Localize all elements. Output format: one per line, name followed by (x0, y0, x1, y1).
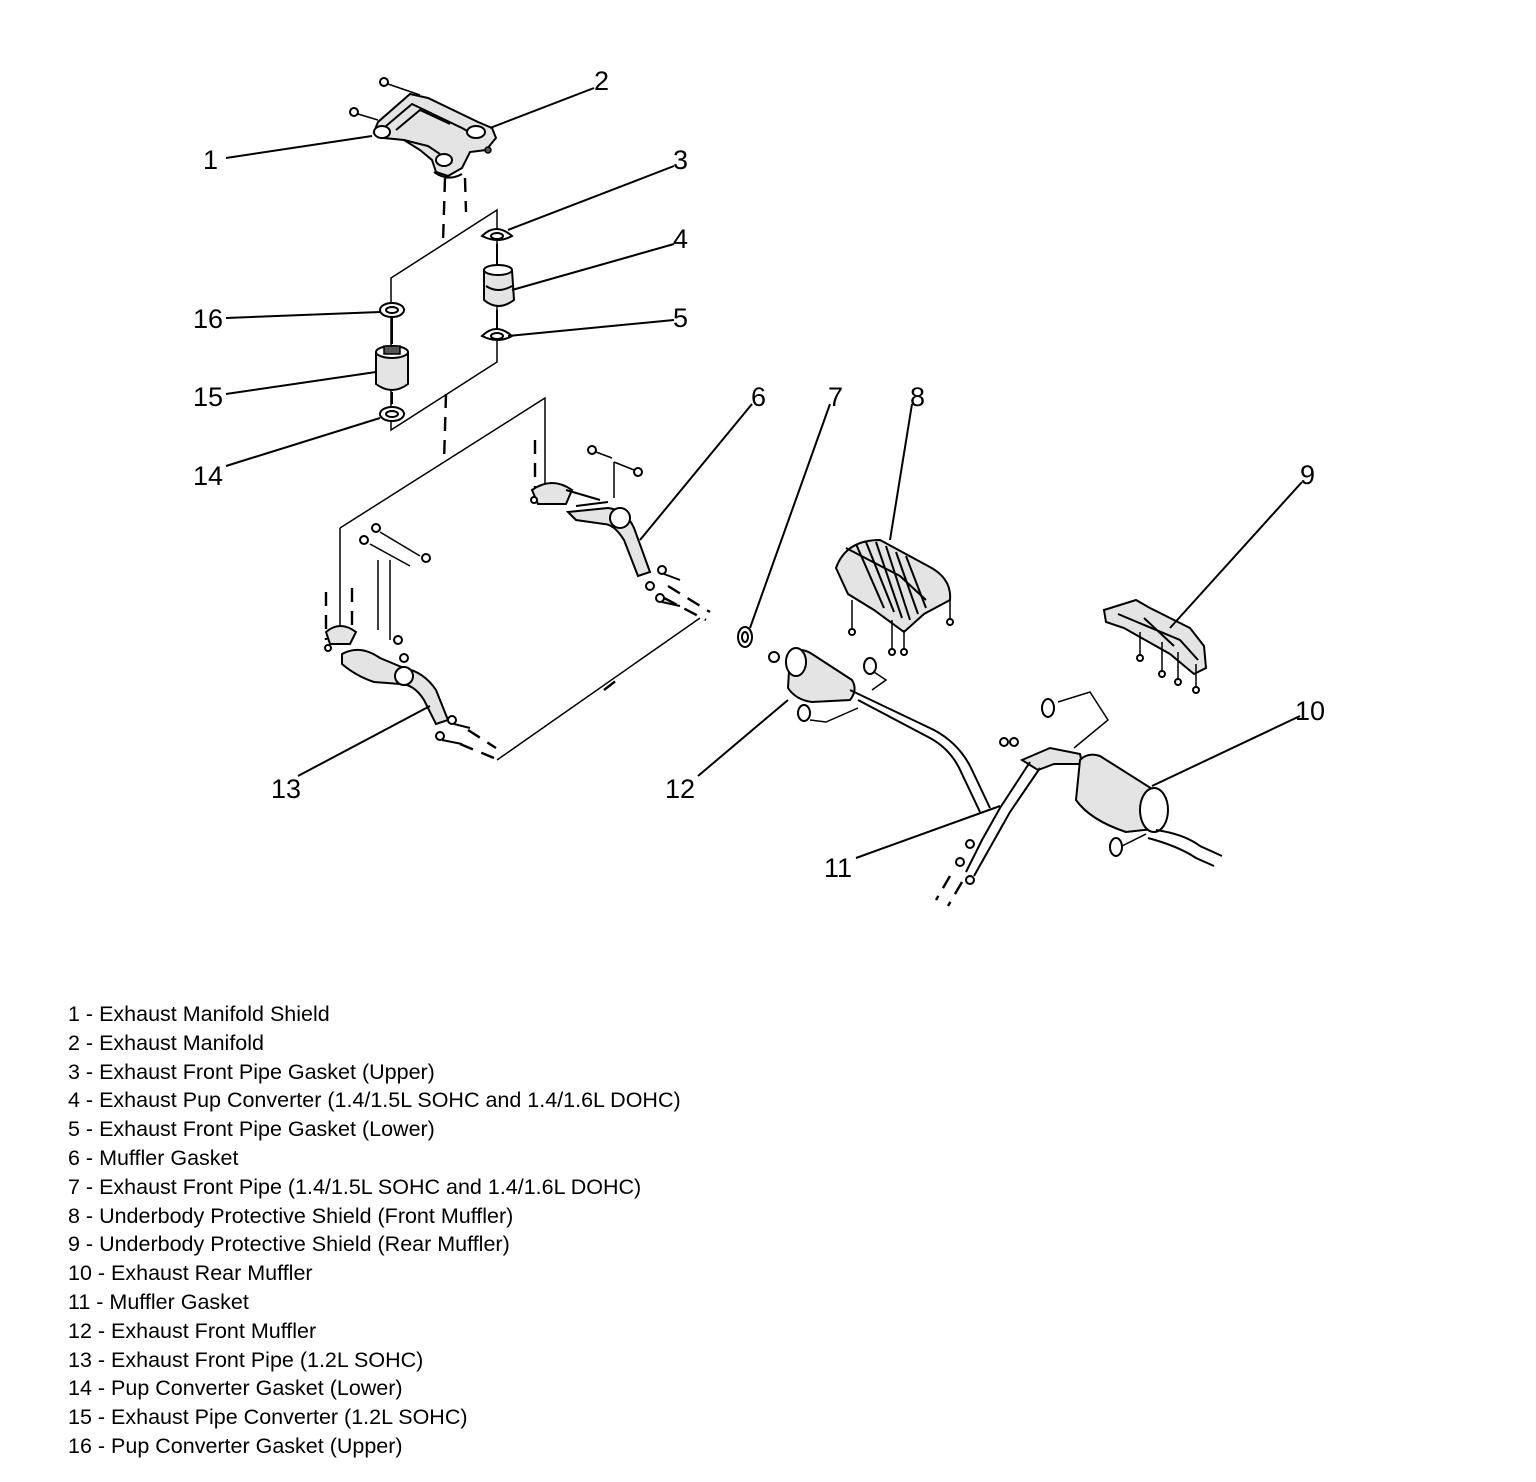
leader-12 (697, 699, 789, 777)
callout-13: 13 (271, 774, 301, 804)
underbody-shield-front (834, 538, 954, 656)
leader-8 (889, 403, 913, 541)
callout-2: 2 (594, 66, 609, 96)
legend-item: 14 - Pup Converter Gasket (Lower) (68, 1376, 403, 1401)
legend-item: 10 - Exhaust Rear Muffler (68, 1261, 313, 1286)
pipe-converter-stack (375, 302, 409, 422)
callout-11: 11 (824, 853, 852, 883)
muffler-gasket-7 (737, 626, 753, 648)
underbody-shield-rear (1102, 598, 1208, 694)
legend-item: 16 - Pup Converter Gasket (Upper) (68, 1433, 403, 1458)
legend-item: 1 - Exhaust Manifold Shield (68, 1002, 330, 1026)
legend-item: 4 - Exhaust Pup Converter (1.4/1.5L SOHC… (68, 1088, 681, 1113)
callout-5: 5 (673, 303, 688, 333)
leader-6 (639, 403, 753, 541)
callout-1: 1 (203, 145, 218, 175)
callout-8: 8 (910, 382, 925, 412)
callout-7: 7 (828, 382, 843, 412)
legend-item: 7 - Exhaust Front Pipe (1.4/1.5L SOHC an… (68, 1174, 642, 1199)
legend-item: 9 - Underbody Protective Shield (Rear Mu… (68, 1232, 510, 1257)
legend-item: 6 - Muffler Gasket (68, 1145, 239, 1170)
exhaust-front-pipe-14-16 (530, 440, 711, 622)
parts-legend: 1 - Exhaust Manifold Shield 2 - Exhaust … (68, 1000, 681, 1461)
leader-4 (511, 243, 675, 291)
legend-item: 12 - Exhaust Front Muffler (68, 1318, 317, 1343)
legend-item: 3 - Exhaust Front Pipe Gasket (Upper) (68, 1059, 435, 1084)
leader-2 (489, 87, 595, 129)
leader-7 (749, 403, 831, 629)
callout-3: 3 (673, 145, 688, 175)
callout-4: 4 (673, 224, 688, 254)
leader-10 (1151, 715, 1301, 787)
callout-12: 12 (665, 774, 695, 804)
leader-13 (297, 705, 431, 777)
legend-item: 2 - Exhaust Manifold (68, 1030, 264, 1055)
leader-9 (1169, 481, 1303, 629)
exhaust-front-pipe-12 (324, 523, 497, 760)
legend-item: 8 - Underbody Protective Shield (Front M… (68, 1203, 514, 1228)
callout-6: 6 (751, 382, 766, 412)
legend-item: 5 - Exhaust Front Pipe Gasket (Lower) (68, 1117, 435, 1142)
leader-3 (507, 165, 675, 231)
exhaust-front-muffler (768, 647, 991, 813)
callout-10: 10 (1295, 696, 1325, 726)
callout-9: 9 (1300, 460, 1315, 490)
callout-15: 15 (193, 382, 223, 412)
legend-item: 15 - Exhaust Pipe Converter (1.2L SOHC) (68, 1405, 468, 1430)
leader-16 (225, 311, 381, 319)
leader-15 (225, 371, 377, 395)
exhaust-manifold-assembly (349, 77, 498, 179)
legend-item: 13 - Exhaust Front Pipe (1.2L SOHC) (68, 1347, 424, 1372)
exhaust-rear-muffler (934, 691, 1223, 907)
leader-14 (225, 417, 381, 467)
leader-1 (225, 135, 373, 159)
pup-converter-stack (480, 228, 516, 341)
callout-14: 14 (193, 461, 223, 491)
callout-16: 16 (193, 304, 223, 334)
leader-5 (507, 319, 675, 337)
exhaust-system-diagram: 1 2 3 4 5 6 7 8 9 10 11 12 13 14 15 16 (193, 66, 1325, 907)
leader-11 (855, 805, 1001, 859)
legend-item: 11 - Muffler Gasket (68, 1289, 249, 1314)
